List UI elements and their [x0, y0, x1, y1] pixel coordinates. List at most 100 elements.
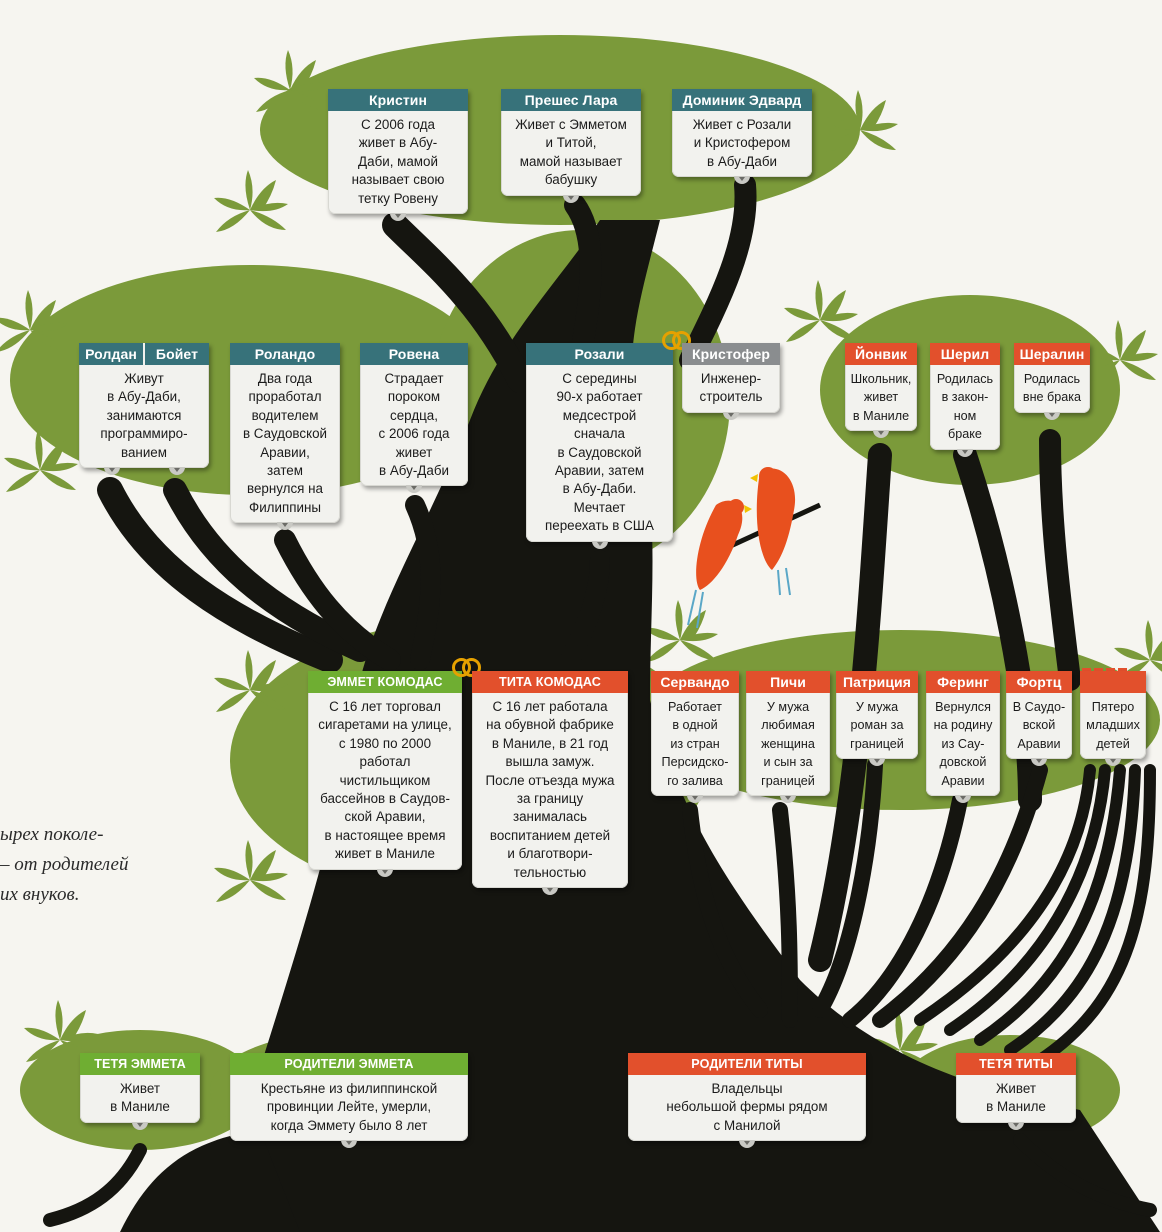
- card-text: С середины 90-х работает медсестрой снач…: [545, 371, 654, 534]
- card-yonvik: Йонвик Школьник, живет в Маниле: [845, 343, 917, 439]
- connector-icon: [377, 868, 393, 877]
- card-text: Школьник, живет в Маниле: [850, 372, 912, 423]
- card-servando: Сервандо Работает в одной из стран Перси…: [651, 671, 739, 804]
- connector-icon: [1044, 411, 1060, 420]
- card-roldan-boyet: Ролдан Бойет Живут в Абу-Даби, занимаютс…: [79, 343, 209, 476]
- card-text: У мужа роман за границей: [850, 700, 904, 751]
- card-name: Фортц: [1006, 671, 1072, 693]
- card-name: Патриция: [836, 671, 918, 693]
- card-name: Доминик Эдвард: [672, 89, 812, 111]
- card-sheril: Шерил Родилась в закон- ном браке: [930, 343, 1000, 457]
- card-name: РОДИТЕЛИ ЭММЕТА: [230, 1053, 468, 1075]
- card-text: С 2006 года живет в Абу- Даби, мамой наз…: [351, 117, 445, 206]
- card-text: Родилась вне брака: [1022, 372, 1082, 405]
- connector-icon: [869, 758, 885, 767]
- card-kristin: Кристин С 2006 года живет в Абу- Даби, м…: [328, 89, 468, 222]
- card-name: РОДИТЕЛИ ТИТЫ: [628, 1053, 866, 1075]
- card-rovena: Ровена Страдает пороком сердца, с 2006 г…: [360, 343, 468, 494]
- card-name: Прешес Лара: [501, 89, 641, 111]
- card-text: Вернулся на родину из Сау- довской Арави…: [933, 700, 993, 788]
- connector-icon: [168, 467, 185, 476]
- card-text: Живут в Абу-Даби, занимаются программиро…: [100, 371, 188, 460]
- card-text: С 16 лет работала на обувной фабрике в М…: [485, 699, 615, 880]
- connector-icon: [1031, 758, 1047, 767]
- connector-icon: [390, 213, 406, 222]
- card-text: Владельцы небольшой фермы рядом с Манило…: [666, 1081, 828, 1133]
- card-text: Живет с Розали и Кристофером в Абу-Даби: [692, 117, 792, 169]
- card-text: С 16 лет торговал сигаретами на улице, с…: [318, 699, 452, 862]
- card-name: [1080, 671, 1146, 693]
- connector-icon: [563, 194, 579, 203]
- card-name: ТЕТЯ ЭММЕТА: [80, 1053, 200, 1075]
- card-text: Живет с Эмметом и Титой, мамой называет …: [515, 117, 627, 188]
- connector-icon: [955, 795, 971, 804]
- card-tetya-tity: ТЕТЯ ТИТЫ Живет в Маниле: [956, 1053, 1076, 1130]
- card-name: Кристофер: [682, 343, 780, 365]
- connector-icon: [957, 448, 973, 457]
- connector-icon: [739, 1140, 755, 1149]
- card-name: Ровена: [360, 343, 468, 365]
- card-name: Роландо: [230, 343, 340, 365]
- card-name: Ролдан: [79, 343, 145, 365]
- connector-icon: [734, 176, 750, 185]
- card-text: Живет в Маниле: [110, 1081, 170, 1115]
- connector-icon: [277, 522, 293, 531]
- card-roditeli-emmeta: РОДИТЕЛИ ЭММЕТА Крестьяне из филиппинско…: [230, 1053, 468, 1149]
- connector-icon: [132, 1121, 148, 1130]
- card-text: У мужа любимая женщина и сын за границей: [761, 700, 815, 788]
- card-text: Инженер- строитель: [699, 371, 763, 405]
- card-rolando: Роландо Два года проработал водителем в …: [230, 343, 340, 531]
- card-text: Пятеро младших детей: [1086, 700, 1140, 751]
- card-name: Пичи: [746, 671, 830, 693]
- card-text: Работает в одной из стран Персидско- го …: [661, 700, 729, 788]
- card-fortc: Фортц В Саудо- вской Аравии: [1006, 671, 1072, 767]
- marriage-rings-icon: [662, 329, 692, 351]
- parrots-illustration: [687, 467, 822, 629]
- connector-icon: [1105, 758, 1121, 767]
- card-name-2: Бойет: [155, 346, 199, 362]
- card-text: Живет в Маниле: [986, 1081, 1046, 1115]
- card-name: Сервандо: [651, 671, 739, 693]
- card-roditeli-tity: РОДИТЕЛИ ТИТЫ Владельцы небольшой фермы …: [628, 1053, 866, 1149]
- card-name: Розали: [526, 343, 673, 365]
- card-text: Крестьяне из филиппинской провинции Лейт…: [260, 1081, 438, 1133]
- marriage-rings-icon: [452, 656, 482, 678]
- side-note: ырех поколе- – от родителей их внуков.: [0, 824, 129, 905]
- connector-icon: [591, 540, 608, 549]
- card-text: Родилась в закон- ном браке: [936, 372, 994, 442]
- connector-icon: [1008, 1121, 1024, 1130]
- connector-icon: [406, 485, 422, 494]
- card-name: Феринг: [926, 671, 1000, 693]
- card-preshes-lara: Прешес Лара Живет с Эмметом и Титой, мам…: [501, 89, 641, 203]
- connector-icon: [780, 795, 796, 804]
- card-name: Шералин: [1014, 343, 1090, 365]
- card-name: ЭММЕТ КОМОДАС: [308, 671, 462, 693]
- card-rozali: Розали С середины 90-х работает медсестр…: [526, 343, 673, 549]
- card-kristofer: Кристофер Инженер- строитель: [682, 343, 780, 420]
- connector-icon: [687, 795, 703, 804]
- card-tetya-emmeta: ТЕТЯ ЭММЕТА Живет в Маниле: [80, 1053, 200, 1130]
- card-sheralin: Шералин Родилась вне брака: [1014, 343, 1090, 420]
- card-pichi: Пичи У мужа любимая женщина и сын за гра…: [746, 671, 830, 804]
- connector-icon: [723, 411, 739, 420]
- trunk: [120, 220, 1160, 1232]
- card-name: Шерил: [930, 343, 1000, 365]
- card-name: ТЕТЯ ТИТЫ: [956, 1053, 1076, 1075]
- connector-icon: [103, 467, 120, 476]
- card-dominik-edvard: Доминик Эдвард Живет с Розали и Кристофе…: [672, 89, 812, 185]
- connector-icon: [341, 1140, 357, 1149]
- card-fering: Феринг Вернулся на родину из Сау- довско…: [926, 671, 1000, 804]
- card-pyatero-mladshih: Пятеро младших детей: [1080, 671, 1146, 767]
- branches: [43, 174, 1157, 1227]
- card-names: Ролдан Бойет: [79, 343, 209, 365]
- card-patriciya: Патриция У мужа роман за границей: [836, 671, 918, 767]
- card-text: Страдает пороком сердца, с 2006 года жив…: [378, 371, 450, 479]
- card-name: ТИТА КОМОДАС: [472, 671, 628, 693]
- card-name: Йонвик: [845, 343, 917, 365]
- card-text: В Саудо- вской Аравии: [1012, 700, 1066, 751]
- card-emmet-komodas: ЭММЕТ КОМОДАС С 16 лет торговал сигарета…: [308, 671, 462, 877]
- connector-icon: [542, 887, 558, 896]
- card-text: Два года проработал водителем в Саудовск…: [242, 371, 328, 515]
- card-tita-komodas: ТИТА КОМОДАС С 16 лет работала на обувно…: [472, 671, 628, 896]
- connector-icon: [873, 430, 889, 439]
